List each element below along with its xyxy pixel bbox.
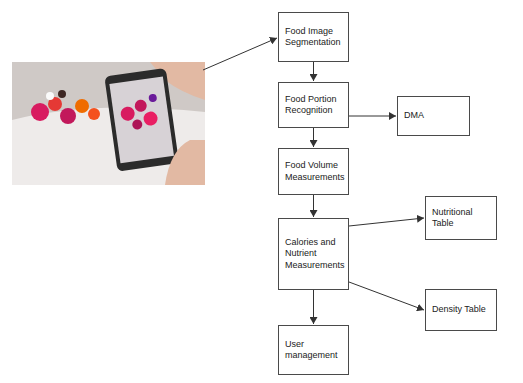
box-label: User management (285, 339, 344, 362)
screen-food (134, 99, 148, 113)
flow-arrow (313, 195, 314, 217)
flow-arrow (349, 116, 396, 117)
food-item (46, 92, 54, 100)
flow-arrow (313, 290, 314, 324)
box-label: Food Image Segmentation (285, 26, 344, 49)
food-item (60, 108, 76, 124)
box-text-group: Density Table (432, 304, 486, 315)
process-box: Food Volume Measurements (278, 148, 349, 195)
food-item (58, 90, 66, 98)
food-item (31, 103, 49, 121)
food-item (88, 108, 100, 120)
food-photo (12, 62, 205, 185)
process-box: Calories and Nutrient Measurements (278, 218, 349, 290)
process-box: User management (278, 325, 349, 375)
photo-background (12, 62, 205, 185)
process-box: DMA (397, 96, 470, 136)
box-text-group: DMA (404, 110, 424, 121)
box-text-group: Food Volume Measurements (285, 160, 345, 183)
hand (165, 140, 205, 185)
flow-arrow (313, 62, 314, 81)
phone-screen (109, 76, 174, 163)
flow-arrow (349, 218, 424, 226)
process-box: Food Portion Recognition (278, 82, 349, 128)
box-label: Food Volume Measurements (285, 160, 345, 183)
flow-arrow (349, 282, 424, 310)
box-text-group: User management (285, 339, 344, 362)
photo-arrow (203, 38, 277, 70)
box-label: Calories and Nutrient Measurements (285, 237, 345, 271)
phone-body (104, 68, 179, 172)
box-label: DMA (404, 110, 424, 121)
box-label: Food Portion Recognition (285, 94, 344, 117)
box-text-group: Calories and Nutrient Measurements (285, 237, 345, 271)
box-text-group: Food Image Segmentation (285, 26, 344, 49)
flow-arrow (313, 128, 314, 147)
food-item (75, 99, 89, 113)
box-text-group: Food Portion Recognition (285, 94, 344, 117)
screen-food (120, 106, 136, 122)
process-box: Nutritional Table (425, 196, 497, 240)
screen-food (143, 111, 159, 127)
box-label: Nutritional Table (432, 207, 492, 230)
process-box: Food Image Segmentation (278, 12, 349, 62)
phone (104, 68, 179, 172)
screen-food (132, 119, 143, 130)
process-box: Density Table (425, 289, 497, 331)
screen-food (148, 94, 157, 103)
box-text-group: Nutritional Table (432, 207, 492, 230)
box-label: Density Table (432, 304, 486, 315)
